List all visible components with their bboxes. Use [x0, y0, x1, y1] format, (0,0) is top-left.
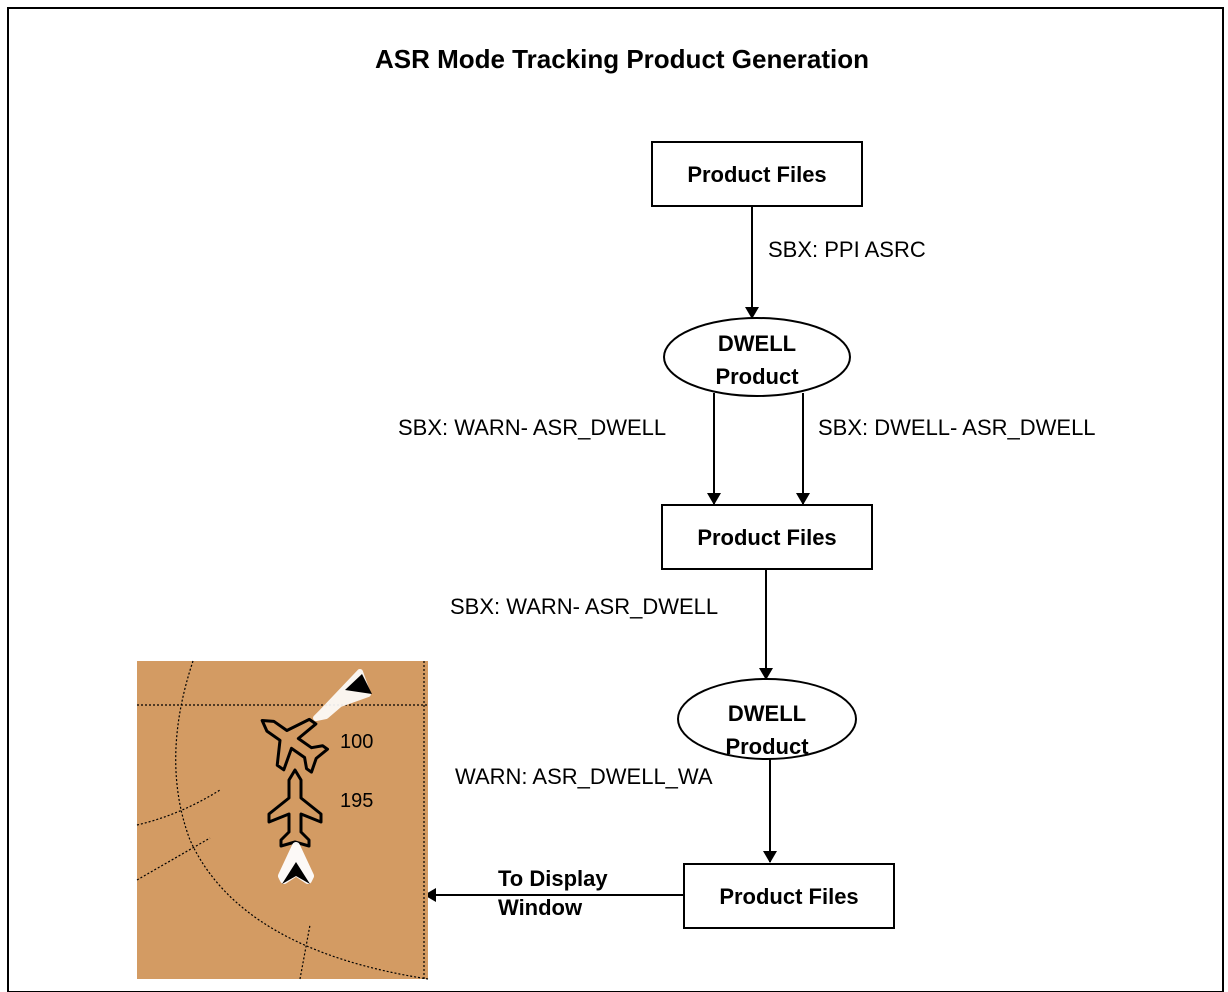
dwell-product-1-line2: Product: [715, 364, 799, 389]
edge-label-sbx-dwell-right: SBX: DWELL- ASR_DWELL: [818, 415, 1096, 440]
altitude-label-lower: 195: [340, 790, 373, 812]
radar-range-line-3: [299, 924, 311, 980]
product-files-label-3: Product Files: [719, 884, 858, 909]
dwell-product-ellipse-2: DWELL Product: [677, 678, 857, 760]
edge-label-to-display-line1: To Display: [498, 866, 608, 891]
dwell-product-2-line1: DWELL: [728, 701, 806, 726]
edge-label-sbx-warn-mid: SBX: WARN- ASR_DWELL: [450, 594, 718, 619]
edge-label-sbx-warn-left: SBX: WARN- ASR_DWELL: [398, 415, 666, 440]
dwell-product-2-line2: Product: [725, 734, 809, 759]
dwell-product-1-line1: DWELL: [718, 331, 796, 356]
track-arrow-lower: [278, 842, 314, 884]
dwell-product-ellipse-1: DWELL Product: [663, 317, 851, 397]
radar-range-line-2: [136, 789, 221, 826]
product-files-label-1: Product Files: [687, 162, 826, 187]
radar-range-ring: [175, 660, 429, 980]
edge-label-warn-wa: WARN: ASR_DWELL_WA: [455, 764, 713, 789]
product-files-box-2: Product Files: [661, 504, 873, 570]
product-files-box-1: Product Files: [651, 141, 863, 207]
edge-label-to-display-line2: Window: [498, 895, 583, 920]
aircraft-icon-upper: [260, 717, 330, 774]
edge-label-sbx-ppi-asrc: SBX: PPI ASRC: [768, 237, 926, 262]
radar-display-window: 100 195: [136, 660, 429, 980]
product-files-box-3: Product Files: [683, 863, 895, 929]
altitude-label-upper: 100: [340, 731, 373, 753]
track-arrow-upper: [313, 669, 372, 721]
diagram-title: ASR Mode Tracking Product Generation: [375, 44, 869, 74]
product-files-label-2: Product Files: [697, 525, 836, 550]
aircraft-icon-lower: [267, 768, 323, 848]
